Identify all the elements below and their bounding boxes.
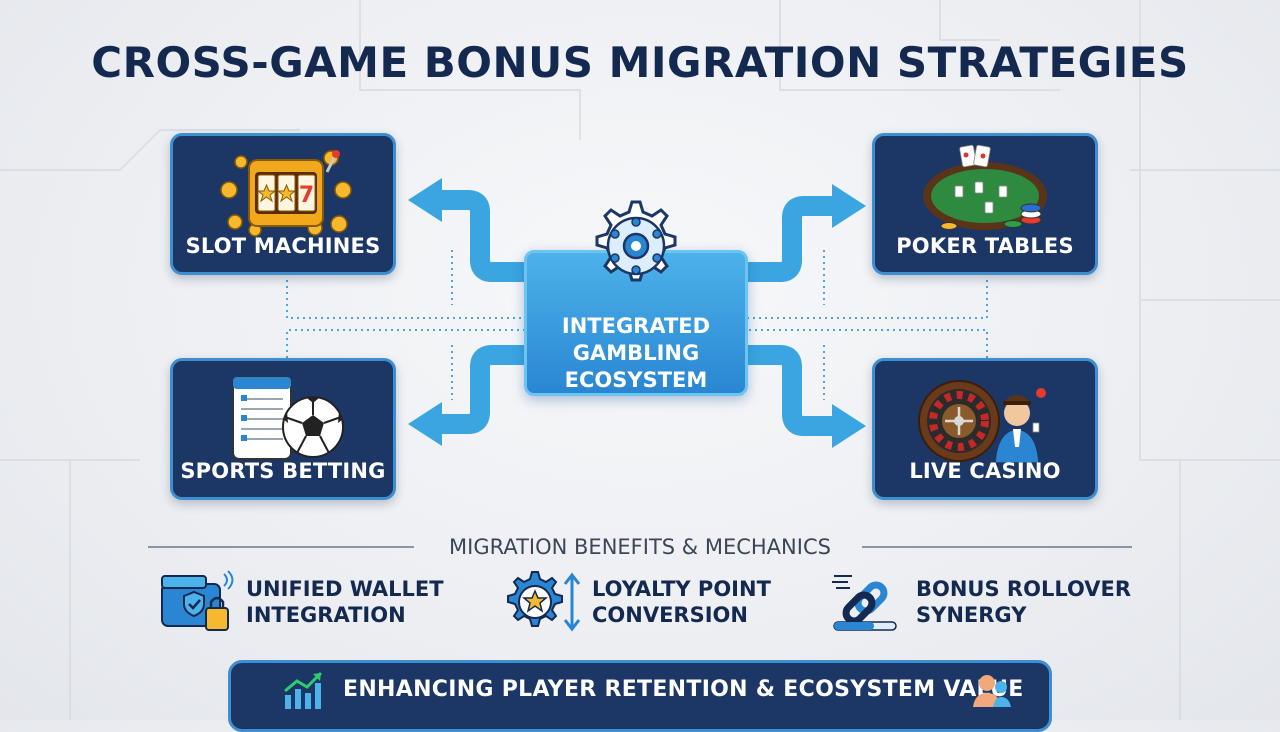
star-gear-icon — [507, 571, 581, 632]
hub-label-line-3: ECOSYSTEM — [564, 368, 708, 392]
benefit-loyalty-text: LOYALTY POINT CONVERSION — [592, 576, 771, 628]
hub-label: INTEGRATED GAMBLING ECOSYSTEM — [527, 313, 745, 394]
arrow-to-poker — [748, 196, 834, 282]
sports-betting-icon — [232, 376, 344, 460]
arrowhead-slots — [408, 178, 442, 222]
benefit-rollover-line-1: BONUS ROLLOVER — [916, 577, 1132, 601]
benefit-unified-wallet: UNIFIED WALLET INTEGRATION — [160, 570, 460, 634]
arrow-to-sports — [440, 345, 524, 434]
benefit-wallet-line-1: UNIFIED WALLET — [246, 577, 444, 601]
card-label-live: LIVE CASINO — [909, 459, 1061, 483]
card-sports-betting: SPORTS BETTING — [170, 358, 396, 500]
dotted-link-slots — [286, 280, 524, 319]
card-poker-tables: POKER TABLES — [872, 133, 1098, 275]
benefit-rollover-line-2: SYNERGY — [916, 603, 1027, 627]
page-title: CROSS-GAME BONUS MIGRATION STRATEGIES — [91, 38, 1189, 87]
dotted-link-live — [748, 329, 988, 358]
arrow-to-live — [748, 345, 834, 436]
arrowhead-sports — [408, 402, 442, 446]
chain-link-icon — [832, 575, 897, 631]
gear-network-icon — [595, 200, 677, 282]
users-icon — [973, 675, 1011, 707]
benefits-heading-row: MIGRATION BENEFITS & MECHANICS — [148, 535, 1132, 559]
benefit-loyalty-line-1: LOYALTY POINT — [592, 577, 771, 601]
benefit-wallet-line-2: INTEGRATION — [246, 603, 406, 627]
benefit-wallet-text: UNIFIED WALLET INTEGRATION — [246, 576, 444, 628]
dotted-link-sports — [286, 329, 524, 358]
svg-text:7: 7 — [299, 183, 314, 208]
hub-label-line-2: GAMBLING — [572, 341, 700, 365]
card-label-poker: POKER TABLES — [896, 234, 1074, 258]
hub-label-line-1: INTEGRATED — [561, 314, 711, 338]
growth-chart-icon — [284, 671, 323, 709]
benefit-loyalty-conversion: LOYALTY POINT CONVERSION — [502, 570, 802, 634]
slot-machine-icon: 7 — [220, 150, 352, 237]
dotted-link-poker — [748, 280, 988, 319]
benefit-rollover-text: BONUS ROLLOVER SYNERGY — [916, 576, 1131, 628]
heading-rule-left — [148, 546, 414, 548]
benefits-heading: MIGRATION BENEFITS & MECHANICS — [449, 535, 831, 559]
footer-banner: ENHANCING PLAYER RETENTION & ECOSYSTEM V… — [228, 660, 1052, 732]
live-casino-icon — [918, 380, 1046, 464]
arrowhead-live — [832, 404, 866, 448]
footer-banner-text: ENHANCING PLAYER RETENTION & ECOSYSTEM V… — [343, 677, 1024, 702]
card-live-casino: LIVE CASINO — [872, 358, 1098, 500]
card-label-slots: SLOT MACHINES — [185, 234, 381, 258]
benefit-bonus-rollover: BONUS ROLLOVER SYNERGY — [830, 570, 1150, 634]
arrowhead-poker — [832, 184, 866, 228]
poker-table-icon — [923, 144, 1047, 230]
card-label-sports: SPORTS BETTING — [180, 459, 386, 483]
heading-rule-right — [862, 546, 1132, 548]
arrow-to-slots — [440, 190, 524, 282]
card-slot-machines: 7 SLOT MACHINES — [170, 133, 396, 275]
wallet-lock-icon — [161, 570, 234, 631]
benefit-loyalty-line-2: CONVERSION — [592, 603, 748, 627]
